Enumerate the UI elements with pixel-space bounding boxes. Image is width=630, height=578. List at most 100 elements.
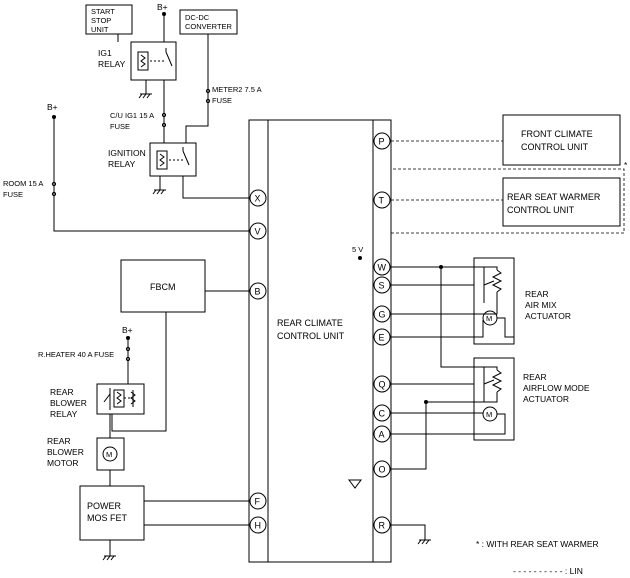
- airflow-label-3: ACTUATOR: [523, 394, 569, 404]
- fbcm-box: [120, 259, 206, 313]
- svg-text:V: V: [255, 227, 261, 237]
- footnote-lin: - - - - - - - - - - : LIN: [513, 566, 583, 576]
- cu-ig1-fuse-label-1: C/U IG1 15 A: [110, 111, 154, 120]
- room-fuse-label-1: ROOM 15 A: [3, 179, 43, 188]
- rcu-right-pins: P T W S G E Q C A O R: [373, 132, 391, 534]
- dcdc-converter-label-2: CONVERTER: [185, 22, 233, 31]
- ignition-relay-label-1: IGNITION: [108, 148, 146, 158]
- start-stop-unit-label-1: START: [91, 7, 115, 16]
- pin-o: O: [373, 460, 391, 478]
- rheater-fuse-label: R.HEATER 40 A FUSE: [38, 350, 114, 359]
- five-v-terminal: [358, 256, 362, 260]
- pin-s: S: [373, 276, 391, 294]
- air-mix-motor-wiring: [474, 317, 514, 338]
- ignition-relay-ground-icon: [152, 189, 166, 195]
- b-plus-heater-terminal: [126, 336, 130, 340]
- rear-climate-control-unit-box: [248, 119, 392, 563]
- b-plus-top-label: B+: [157, 2, 168, 12]
- rear-blower-relay-symbol: [103, 388, 136, 410]
- pin-f: F: [249, 492, 267, 510]
- start-stop-unit-box: [85, 4, 133, 35]
- meter2-fuse-label-2: FUSE: [212, 96, 232, 105]
- start-stop-unit-label-3: UNIT: [91, 25, 109, 34]
- rear-air-mix-actuator-box: [473, 257, 515, 345]
- five-v-label: 5 V: [352, 245, 363, 254]
- ig1-relay-ground-icon: [138, 93, 152, 99]
- air-mix-label-3: ACTUATOR: [525, 311, 571, 321]
- svg-text:Q: Q: [379, 380, 386, 390]
- start-stop-unit-label-2: STOP: [91, 16, 111, 25]
- svg-text:T: T: [379, 196, 385, 206]
- airflow-motor-wiring: [474, 412, 506, 435]
- rear-blower-relay-label-2: BLOWER: [50, 398, 87, 408]
- front-climate-control-unit-box: [502, 114, 621, 166]
- fbcm-label: FBCM: [150, 282, 176, 292]
- rswcu-label-2: CONTROL UNIT: [507, 205, 575, 215]
- wires: [53, 12, 474, 556]
- power-mos-fet-label-2: MOS FET: [87, 513, 128, 523]
- svg-text:F: F: [255, 497, 261, 507]
- junction-dots: [424, 265, 443, 404]
- o-pin-ground-icon: [348, 479, 362, 489]
- ig1-relay-label-1: IG1: [98, 48, 112, 58]
- rear-blower-motor-label-1: REAR: [47, 436, 71, 446]
- rear-blower-motor-label-3: MOTOR: [47, 458, 78, 468]
- svg-text:O: O: [379, 465, 386, 475]
- air-mix-label-1: REAR: [525, 289, 549, 299]
- pin-r: R: [373, 516, 391, 534]
- rear-blower-motor-icon: [102, 446, 118, 462]
- svg-text:P: P: [379, 137, 385, 147]
- airflow-potentiometer-icon: [474, 366, 503, 403]
- r-pin-ground-icon: [417, 539, 431, 545]
- air-mix-label-2: AIR MIX: [525, 300, 557, 310]
- meter2-fuse-label-1: METER2 7.5 A: [212, 85, 262, 94]
- meter2-fuse-icon: [205, 88, 211, 104]
- svg-text:W: W: [378, 263, 387, 273]
- pin-e: E: [373, 328, 391, 346]
- rear-blower-motor-label-2: BLOWER: [47, 447, 84, 457]
- svg-text:R: R: [379, 521, 386, 531]
- rcu-left-pins: X V B F H: [249, 189, 267, 534]
- rear-blower-relay-label-1: REAR: [50, 387, 74, 397]
- rear-blower-motor-symbol: M: [106, 450, 112, 459]
- rear-airflow-mode-actuator-box: [473, 357, 515, 441]
- cu-ig1-fuse-label-2: FUSE: [110, 122, 130, 131]
- rear-seat-warmer-control-unit-box: [502, 177, 621, 227]
- rear-blower-relay-label-3: RELAY: [50, 409, 78, 419]
- pin-a: A: [373, 425, 391, 443]
- ig1-relay-label-2: RELAY: [98, 59, 126, 69]
- footnote-seat-warmer: * : WITH REAR SEAT WARMER: [476, 539, 599, 549]
- ignition-relay-symbol: [156, 147, 190, 170]
- room-fuse-icon: [51, 181, 57, 197]
- pin-w: W: [373, 258, 391, 276]
- pin-x: X: [249, 189, 267, 207]
- pin-g: G: [373, 305, 391, 323]
- svg-text:X: X: [255, 194, 261, 204]
- ig1-relay-symbol: [137, 48, 173, 71]
- dcdc-converter-label-1: DC-DC: [185, 13, 210, 22]
- rheater-fuse-icon: [125, 346, 131, 362]
- svg-text:A: A: [379, 430, 385, 440]
- power-mos-fet-ground-icon: [102, 555, 116, 561]
- svg-text:B: B: [255, 287, 261, 297]
- pin-v: V: [249, 222, 267, 240]
- power-mos-fet-box: [79, 485, 145, 541]
- b-plus-heater-label: B+: [122, 325, 133, 335]
- b-plus-left-label: B+: [47, 102, 58, 112]
- rear-blower-motor-box: [96, 437, 125, 471]
- pin-t: T: [373, 191, 391, 209]
- rswcu-label-1: REAR SEAT WARMER: [507, 192, 601, 202]
- air-mix-motor-symbol: M: [486, 314, 492, 323]
- air-mix-potentiometer-icon: [474, 266, 503, 315]
- airflow-label-2: AIRFLOW MODE: [523, 383, 590, 393]
- svg-text:E: E: [379, 333, 385, 343]
- airflow-motor-symbol: M: [486, 410, 492, 419]
- b-plus-left-terminal: [52, 115, 56, 119]
- rcu-label-2: CONTROL UNIT: [277, 331, 345, 341]
- pin-q: Q: [373, 375, 391, 393]
- rear-blower-relay-box: [96, 383, 145, 415]
- airflow-label-1: REAR: [523, 372, 547, 382]
- pin-c: C: [373, 404, 391, 422]
- pin-b: B: [249, 282, 267, 300]
